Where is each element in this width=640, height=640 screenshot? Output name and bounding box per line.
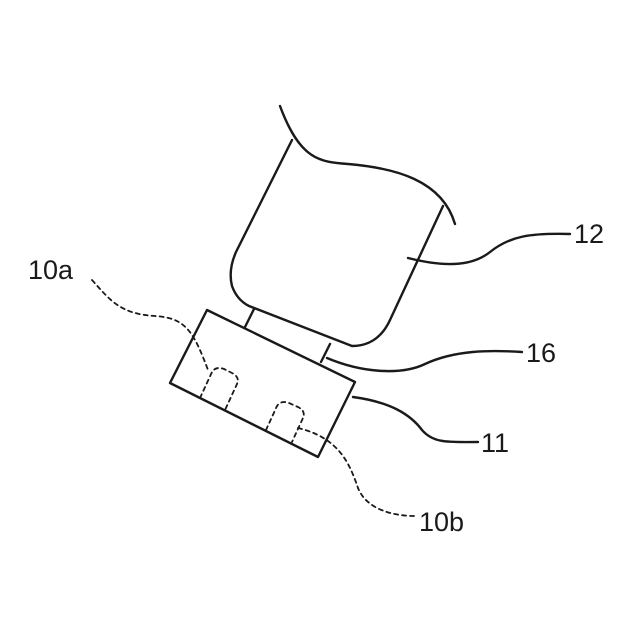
label-10a: 10a bbox=[28, 255, 74, 285]
finger-nail-curve bbox=[280, 106, 455, 224]
housing-outline bbox=[170, 310, 355, 457]
housing bbox=[170, 310, 355, 457]
label-10b: 10b bbox=[419, 507, 464, 537]
label-12: 12 bbox=[574, 219, 604, 249]
electrode-b-outline bbox=[266, 402, 304, 442]
finger-outline bbox=[231, 140, 443, 346]
leader-line-11 bbox=[353, 397, 478, 442]
leader-line-10a bbox=[92, 280, 208, 370]
connector-left-edge bbox=[245, 309, 254, 327]
label-16: 16 bbox=[526, 338, 556, 368]
electrode-b bbox=[266, 402, 304, 442]
leader-line-12 bbox=[408, 234, 570, 264]
electrode-a-outline bbox=[200, 368, 238, 410]
label-11: 11 bbox=[481, 428, 509, 458]
leader-line-16 bbox=[327, 351, 522, 371]
finger bbox=[231, 106, 455, 346]
leader-line-10b bbox=[298, 428, 416, 516]
electrode-a bbox=[200, 368, 238, 410]
